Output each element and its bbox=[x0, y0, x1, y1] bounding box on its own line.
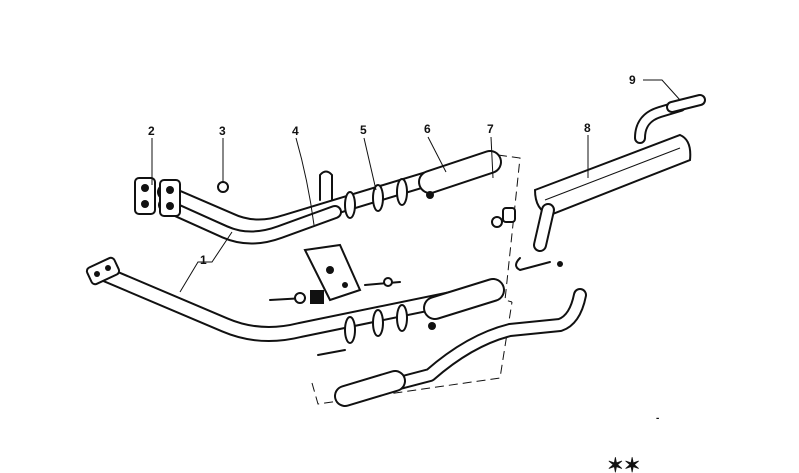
nut bbox=[217, 181, 229, 193]
clamp-rings bbox=[344, 178, 436, 344]
assembly-guides bbox=[311, 154, 521, 405]
callout-1: 1 bbox=[200, 253, 207, 267]
callout-4: 4 bbox=[292, 124, 299, 138]
tail-pipe bbox=[666, 94, 706, 113]
callout-5: 5 bbox=[360, 123, 367, 137]
leader-lines bbox=[151, 79, 681, 293]
bracket-clamp bbox=[269, 170, 401, 356]
callout-labels: 1 2 3 4 5 6 7 8 9 - ✶✶ bbox=[148, 73, 659, 473]
callout-6: 6 bbox=[424, 122, 431, 136]
rubber-mount bbox=[491, 207, 516, 228]
small-mark: - bbox=[656, 413, 659, 424]
callout-9: 9 bbox=[629, 73, 636, 87]
front-pipe-lower bbox=[92, 264, 505, 342]
callout-7: 7 bbox=[487, 122, 494, 136]
callout-3: 3 bbox=[219, 124, 226, 138]
rear-muffler bbox=[515, 100, 692, 271]
front-pipe-upper bbox=[157, 150, 502, 245]
footer-stars: ✶✶ bbox=[607, 455, 641, 473]
rear-pipe bbox=[334, 288, 587, 407]
callout-8: 8 bbox=[584, 121, 591, 135]
callout-2: 2 bbox=[148, 124, 155, 138]
manifold-flanges bbox=[85, 177, 181, 286]
